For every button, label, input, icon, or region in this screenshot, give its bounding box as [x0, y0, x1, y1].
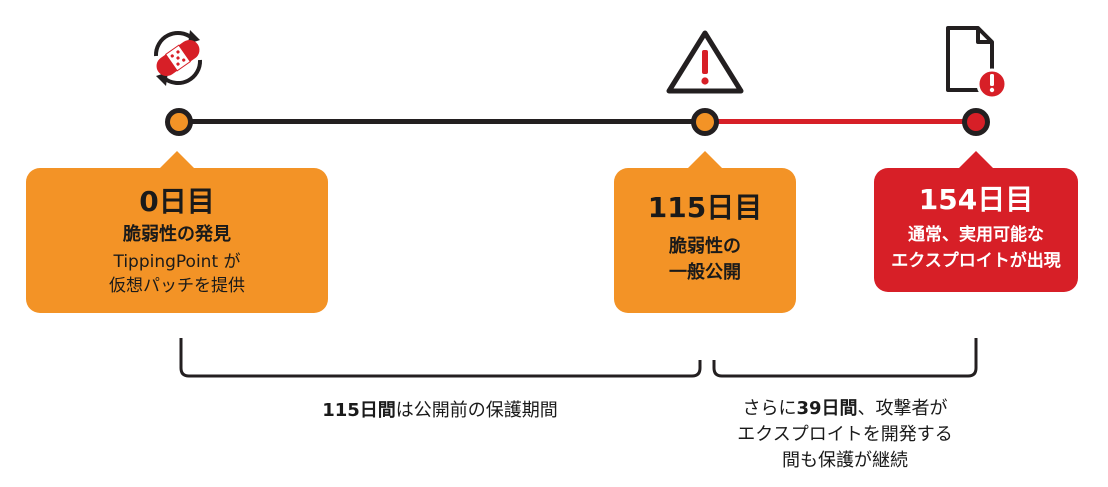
bandage-refresh-icon — [146, 26, 210, 90]
timeline-segment-exploit — [706, 119, 978, 124]
milestone-headline-line: 通常、実用可能な — [908, 225, 1044, 245]
caption-pre-disclosure: 115日間は公開前の保護期間 — [250, 398, 630, 424]
caption-text: 間も保護が継続 — [782, 450, 908, 471]
bracket-pre-disclosure — [179, 338, 702, 380]
timeline-marker-day0 — [165, 108, 193, 136]
caption-text: は公開前の保護期間 — [395, 400, 558, 421]
caption-text: さらに — [742, 398, 797, 419]
milestone-headline-line: エクスプロイトが出現 — [891, 251, 1061, 271]
milestone-card-day115: 115日目 脆弱性の 一般公開 — [614, 151, 796, 313]
milestone-card-day0: 0日目 脆弱性の発見 TippingPoint が 仮想パッチを提供 — [26, 151, 328, 313]
timeline-marker-day154 — [962, 108, 990, 136]
caption-emphasis: 115日間 — [322, 400, 396, 421]
milestone-headline: 脆弱性の発見 — [123, 224, 231, 245]
timeline-marker-day115 — [691, 108, 719, 136]
milestone-headline-line: 一般公開 — [669, 262, 741, 283]
milestone-detail-line: TippingPoint が — [113, 252, 241, 272]
caption-emphasis: 39日間 — [796, 398, 858, 419]
timeline-segment-disclosure — [180, 119, 706, 124]
caption-text: 、攻撃者が — [857, 398, 948, 419]
milestone-headline-line: 脆弱性の — [669, 236, 741, 257]
document-alert-icon — [940, 24, 1010, 100]
milestone-day: 154日目 — [918, 183, 1034, 216]
bracket-post-disclosure — [712, 338, 978, 380]
caption-post-disclosure: さらに39日間、攻撃者が エクスプロイトを開発する 間も保護が継続 — [700, 396, 990, 474]
caption-text: エクスプロイトを開発する — [737, 424, 953, 445]
milestone-card-day154: 154日目 通常、実用可能な エクスプロイトが出現 — [874, 151, 1078, 292]
warning-triangle-icon — [664, 28, 746, 96]
milestone-day: 0日目 — [139, 185, 215, 218]
milestone-day: 115日目 — [647, 191, 763, 224]
milestone-detail-line: 仮想パッチを提供 — [109, 276, 245, 296]
